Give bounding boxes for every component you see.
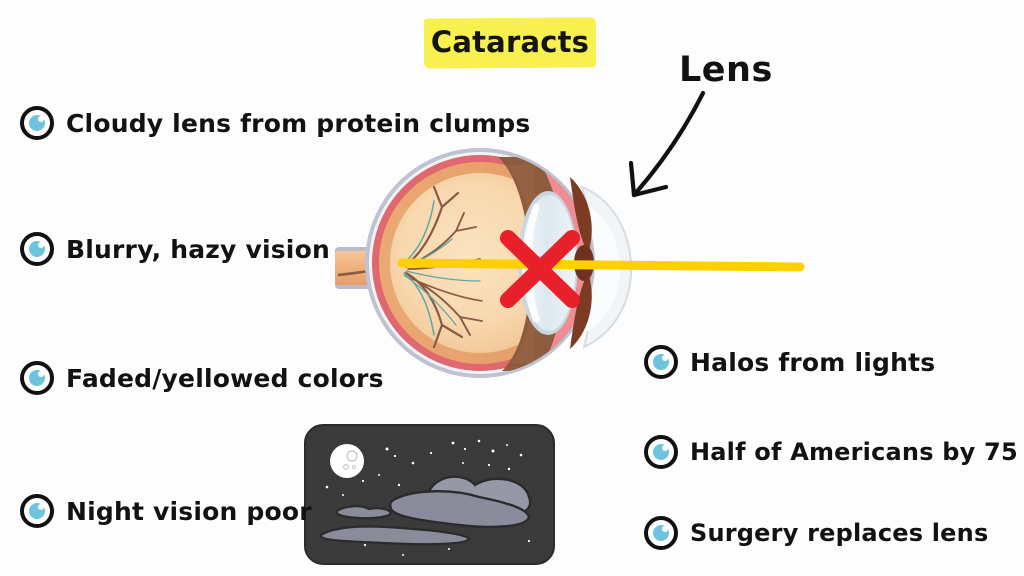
list-item-label: Night vision poor [66, 496, 312, 526]
page-title-text: Cataracts [430, 25, 590, 59]
clouds [319, 475, 532, 546]
eye-icon [20, 232, 54, 266]
eye-icon [644, 435, 678, 469]
list-item: Surgery replaces lens [644, 516, 988, 550]
list-item-label: Blurry, hazy vision [66, 234, 330, 264]
list-item: Cloudy lens from protein clumps [20, 106, 530, 140]
eye-icon [20, 494, 54, 528]
list-item-label: Faded/yellowed colors [66, 363, 384, 393]
list-item: Blurry, hazy vision [20, 232, 330, 266]
eye-cross-section-diagram [335, 148, 632, 378]
list-item-label: Halos from lights [690, 347, 936, 377]
list-item-label: Surgery replaces lens [690, 519, 989, 547]
lens [518, 191, 578, 335]
list-item: Halos from lights [644, 345, 935, 379]
list-item: Faded/yellowed colors [20, 361, 384, 395]
eye-icon [644, 345, 678, 379]
eye-icon [20, 361, 54, 395]
list-item-label: Cloudy lens from protein clumps [66, 108, 531, 138]
page-title: Cataracts [423, 14, 600, 72]
list-item: Half of Americans by 75 [644, 435, 1018, 469]
list-item-label: Half of Americans by 75 [690, 438, 1018, 466]
eye-icon [20, 106, 54, 140]
lens-callout-label: Lens [679, 50, 773, 90]
night-sky-illustration [304, 424, 555, 565]
eye-icon [644, 516, 678, 550]
moon-icon [330, 444, 364, 478]
list-item: Night vision poor [20, 494, 312, 528]
